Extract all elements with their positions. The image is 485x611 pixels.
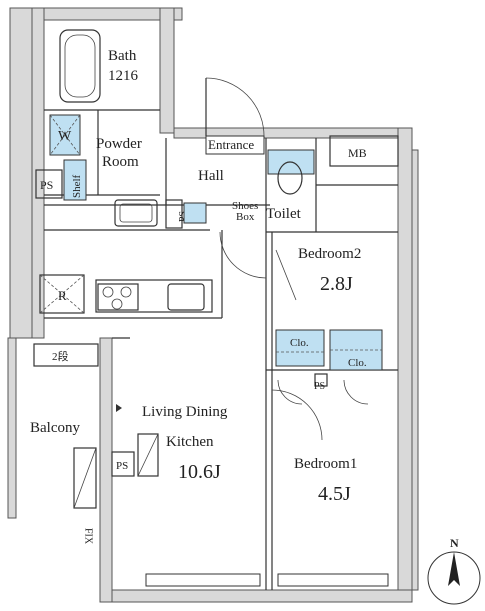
bathtub — [59, 29, 101, 103]
closet-a-label: Clo. — [290, 337, 309, 349]
closet-a — [275, 329, 325, 367]
ldk-window — [145, 573, 261, 587]
bath-size-label: 1216 — [108, 68, 139, 84]
exterior-walls — [7, 7, 419, 603]
refrigerator-space — [39, 274, 85, 314]
ps-left-box — [35, 169, 63, 199]
bedroom2-label: Bedroom2 — [298, 246, 361, 262]
ps-ldk-label: PS — [116, 460, 128, 472]
toilet-label: Toilet — [266, 206, 302, 222]
shoes-box-label-2: Box — [236, 211, 255, 223]
ldk-cabinet — [137, 433, 159, 477]
compass: N — [427, 536, 481, 605]
mb-box — [329, 135, 399, 167]
shelf-label: Shelf — [71, 174, 83, 198]
ps-bed-box — [314, 373, 328, 387]
balcony-unit — [73, 447, 97, 509]
shelf-box — [63, 159, 87, 201]
ldk-label-1: Living Dining — [142, 404, 228, 420]
powder-room-label-1: Powder — [96, 136, 142, 152]
stove — [97, 283, 139, 311]
kitchen-counter — [95, 279, 213, 313]
shoes-box-blue — [183, 202, 207, 224]
entrance-label: Entrance — [208, 137, 254, 152]
entrance-door-swing[interactable] — [205, 77, 265, 137]
powder-room-label-2: Room — [102, 154, 139, 170]
shoes-box-label-1: Shoes — [232, 200, 258, 212]
refrigerator-label: R — [58, 288, 67, 303]
closet-b-label: Clo. — [348, 357, 367, 369]
kitchen-sink — [167, 283, 205, 311]
mb-label: MB — [348, 146, 367, 160]
bath-label: Bath — [108, 48, 137, 64]
interior-walls — [44, 109, 398, 590]
bedroom1-size: 4.5J — [318, 483, 351, 505]
ldk-size: 10.6J — [178, 461, 221, 483]
ps-bed-label: PS — [314, 381, 325, 392]
fix-label: FIX — [83, 528, 94, 545]
ps-hall-box — [165, 199, 183, 229]
north-label: N — [450, 536, 459, 550]
ps-ldk-box — [111, 451, 135, 477]
hall-label: Hall — [198, 168, 224, 184]
ldk-label-2: Kitchen — [166, 434, 214, 450]
washer-label: W — [58, 129, 72, 144]
step-label: 2段 — [52, 349, 69, 363]
closet-door-2[interactable] — [343, 379, 369, 405]
bedroom1-label: Bedroom1 — [294, 456, 357, 472]
ps-left-label: PS — [40, 178, 53, 192]
bedroom2-door[interactable] — [275, 249, 297, 301]
step-box — [33, 343, 99, 367]
closet-door-1[interactable] — [277, 379, 303, 405]
bedroom2-size: 2.8J — [320, 273, 353, 295]
bedroom1-door-swing[interactable] — [271, 389, 323, 441]
toilet-bowl — [277, 161, 303, 195]
balcony-label: Balcony — [30, 420, 80, 436]
powder-sink — [114, 199, 158, 227]
entrance-step — [205, 135, 265, 155]
bedroom1-window — [277, 573, 389, 587]
ldk-entry-marker — [116, 404, 122, 412]
toilet-door-swing[interactable] — [219, 231, 267, 279]
